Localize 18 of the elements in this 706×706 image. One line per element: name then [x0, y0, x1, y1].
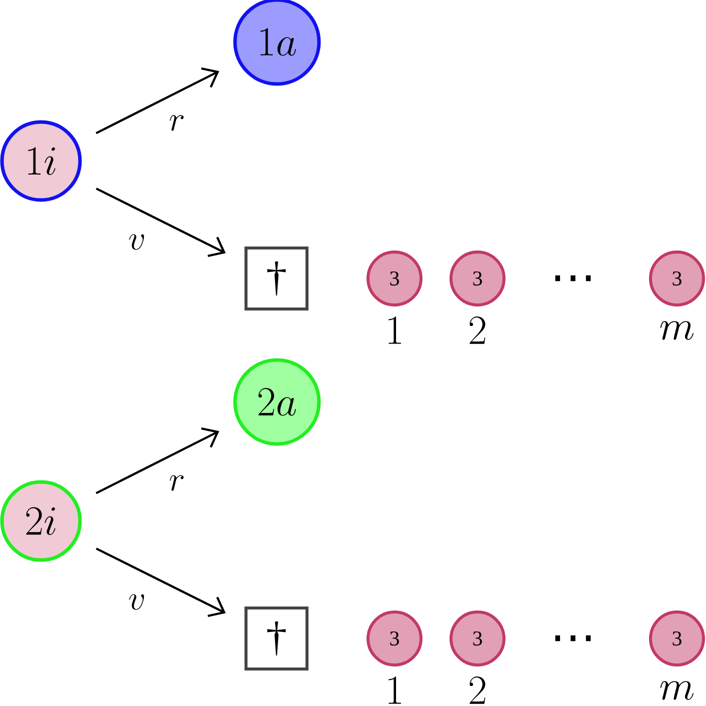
dagger-box: † — [244, 606, 308, 670]
dagger-box: † — [244, 246, 308, 310]
ellipsis: ⋯ — [555, 275, 591, 282]
index-label: $1$ — [388, 316, 401, 344]
edge-label: $v$ — [126, 592, 148, 612]
arrow — [96, 548, 226, 618]
edge-label: $v$ — [126, 232, 148, 252]
arrow — [96, 67, 220, 134]
index-label: $2$ — [470, 316, 486, 344]
arrow — [96, 188, 226, 258]
edge-label: $r$ — [166, 114, 188, 132]
arrow — [96, 427, 220, 494]
ellipsis: ⋯ — [555, 635, 591, 642]
index-label: $2$ — [470, 676, 486, 704]
index-label: $m$ — [660, 321, 694, 340]
index-label: $m$ — [660, 681, 694, 700]
edge-label: $r$ — [166, 474, 188, 492]
index-label: $1$ — [388, 676, 401, 704]
